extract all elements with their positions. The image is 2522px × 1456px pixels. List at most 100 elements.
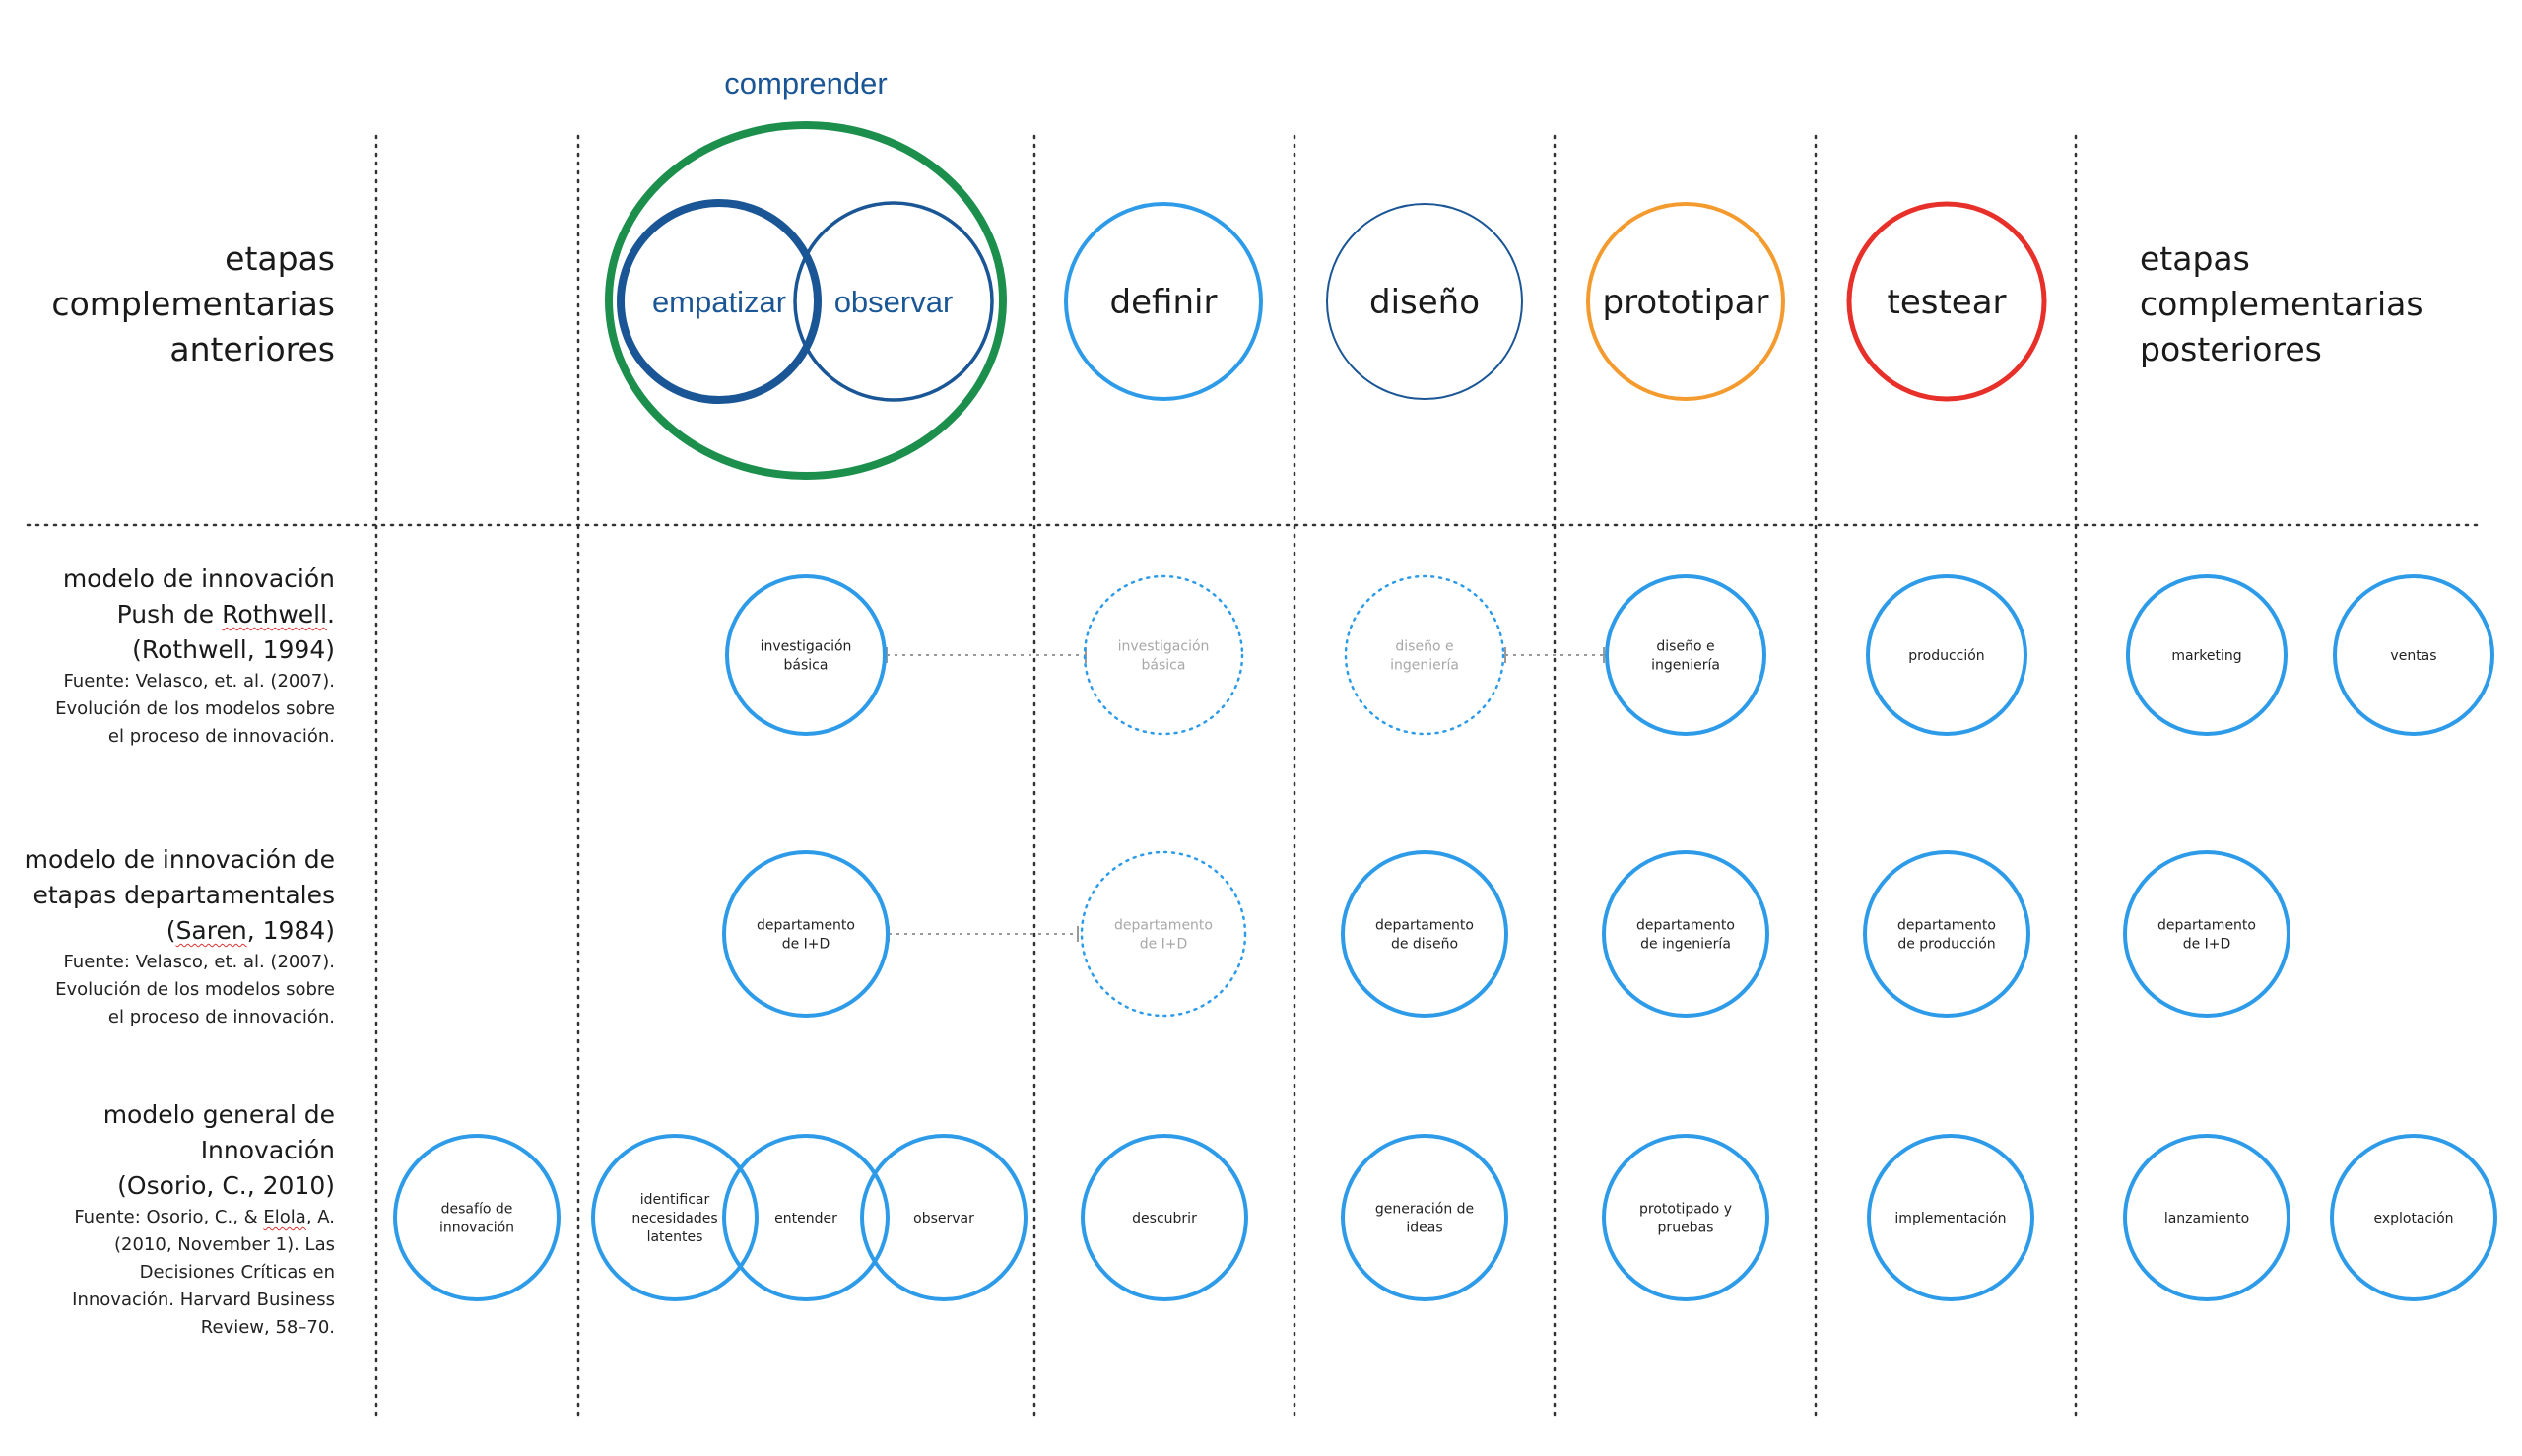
node-label: prototipado y bbox=[1639, 1202, 1732, 1218]
node-circle bbox=[591, 1134, 759, 1301]
node-circle bbox=[725, 574, 887, 736]
node-label: departamento bbox=[1897, 918, 1996, 934]
stage-circle-prototipar bbox=[1586, 202, 1785, 401]
row-title-line: modelo de innovación de bbox=[24, 845, 335, 874]
title-part-underlined: Rothwell bbox=[222, 600, 328, 629]
node-label: ideas bbox=[1406, 1221, 1442, 1236]
row-source-line: Evolución de los modelos sobre bbox=[55, 979, 335, 1000]
node-label: de I+D bbox=[1140, 937, 1188, 953]
row-source-line: Fuente: Velasco, et. al. (2007). bbox=[63, 671, 335, 692]
node-label: de I+D bbox=[782, 937, 830, 953]
node-label: implementación bbox=[1894, 1211, 2006, 1226]
title-part: . bbox=[327, 600, 335, 629]
row-label-rothwell: modelo de innovación Push de Rothwell. (… bbox=[0, 562, 335, 751]
node-circle bbox=[1083, 574, 1244, 736]
node-circle bbox=[393, 1134, 561, 1301]
row-title-line: Push de Rothwell. bbox=[0, 597, 335, 632]
source-part: , A. bbox=[305, 1207, 335, 1227]
row-source-line: el proceso de innovación. bbox=[107, 1007, 335, 1027]
node-label: observar bbox=[913, 1211, 974, 1226]
node-label: ingeniería bbox=[1390, 658, 1459, 674]
title-part: , 1984) bbox=[246, 916, 335, 945]
node-label: entender bbox=[774, 1211, 837, 1226]
stage-label-empatizar: empatizar bbox=[652, 285, 786, 319]
group-label-comprender: comprender bbox=[724, 66, 887, 100]
node-circle bbox=[1081, 1134, 1248, 1301]
left-label-line: etapas bbox=[225, 239, 335, 278]
row-nodes: investigaciónbásicainvestigaciónbásicadi… bbox=[393, 574, 2497, 1301]
node-label: departamento bbox=[2157, 918, 2256, 934]
row-source-line: Review, 58–70. bbox=[200, 1317, 335, 1338]
node-label: departamento bbox=[1636, 918, 1735, 934]
row-source-line: Fuente: Velasco, et. al. (2007). bbox=[63, 952, 335, 972]
left-label-line: anteriores bbox=[169, 330, 335, 368]
title-part-underlined: Saren bbox=[175, 916, 247, 945]
stage-circle-definir bbox=[1064, 202, 1263, 401]
node-label: departamento bbox=[1375, 918, 1474, 934]
row-label-saren: modelo de innovación de etapas departame… bbox=[0, 842, 335, 1031]
node-label: investigación bbox=[761, 639, 852, 655]
row-source-line: (2010, November 1). Las bbox=[114, 1234, 335, 1255]
comprender-group-ring bbox=[605, 121, 1007, 480]
node-label: descubrir bbox=[1132, 1211, 1197, 1226]
row-source-line: Decisiones Críticas en bbox=[139, 1262, 335, 1283]
row-title-line: etapas departamentales bbox=[33, 881, 335, 909]
row-title-line: (Osorio, C., 2010) bbox=[117, 1171, 335, 1200]
node-circle bbox=[1602, 850, 1769, 1018]
node-label: departamento bbox=[1114, 918, 1213, 934]
node-circle bbox=[1863, 850, 2030, 1018]
node-label: innovación bbox=[439, 1221, 514, 1236]
node-circle bbox=[2330, 1134, 2497, 1301]
stage-circle-empatizar bbox=[617, 199, 822, 404]
stage-circle-diseno bbox=[1326, 203, 1523, 400]
node-label: producción bbox=[1908, 648, 1984, 664]
row-source-line: Innovación. Harvard Business bbox=[72, 1290, 335, 1310]
stage-label-definir: definir bbox=[1110, 283, 1218, 322]
title-part: Push de bbox=[116, 600, 223, 629]
node-circle bbox=[1341, 850, 1508, 1018]
node-label: marketing bbox=[2171, 648, 2241, 664]
title-part: ( bbox=[166, 916, 176, 945]
stage-label-observar: observar bbox=[834, 285, 954, 319]
node-circle bbox=[722, 850, 890, 1018]
left-label-line: complementarias bbox=[51, 285, 335, 323]
stage-label-diseno: diseño bbox=[1369, 283, 1480, 322]
column-dividers bbox=[26, 134, 2485, 1421]
node-label: desafío de bbox=[441, 1202, 513, 1218]
stage-label-testear: testear bbox=[1887, 283, 2006, 322]
row-title-line: modelo de innovación bbox=[62, 564, 335, 593]
node-label: ventas bbox=[2390, 648, 2436, 664]
stage-circle-testear bbox=[1846, 201, 2047, 402]
node-circle bbox=[1341, 1134, 1508, 1301]
right-label-line: posteriores bbox=[2140, 330, 2322, 368]
node-label: de I+D bbox=[2183, 937, 2231, 953]
row-source-line: Evolución de los modelos sobre bbox=[55, 698, 335, 719]
node-label: ingeniería bbox=[1651, 658, 1720, 674]
right-label-line: complementarias bbox=[2140, 285, 2423, 323]
left-complementary-label: etapas complementarias anteriores bbox=[0, 236, 335, 372]
node-label: investigación bbox=[1118, 639, 1210, 655]
stage-circle-observar bbox=[793, 201, 994, 402]
node-circle bbox=[2123, 850, 2290, 1018]
source-part: Fuente: Osorio, C., & bbox=[74, 1207, 264, 1227]
node-label: básica bbox=[1142, 658, 1186, 674]
row-title-line: (Rothwell, 1994) bbox=[132, 635, 335, 664]
row-title-line: Innovación bbox=[200, 1136, 335, 1164]
node-label: identificar bbox=[640, 1192, 710, 1208]
row-source-line: Fuente: Osorio, C., & Elola, A. bbox=[0, 1204, 335, 1231]
right-complementary-label: etapas complementarias posteriores bbox=[2140, 236, 2514, 372]
node-circle bbox=[2126, 574, 2288, 736]
row-title-line: modelo general de bbox=[102, 1100, 335, 1129]
node-label: departamento bbox=[757, 918, 855, 934]
node-label: latentes bbox=[647, 1229, 703, 1245]
node-label: diseño e bbox=[1395, 639, 1453, 655]
node-connectors bbox=[887, 654, 1604, 935]
source-part-underlined: Elola bbox=[263, 1207, 306, 1227]
node-circle bbox=[1344, 574, 1505, 736]
node-circle bbox=[1866, 574, 2027, 736]
right-label-line: etapas bbox=[2140, 239, 2250, 278]
node-circle bbox=[1867, 1134, 2034, 1301]
node-label: diseño e bbox=[1656, 639, 1714, 655]
node-circle bbox=[1080, 850, 1247, 1018]
